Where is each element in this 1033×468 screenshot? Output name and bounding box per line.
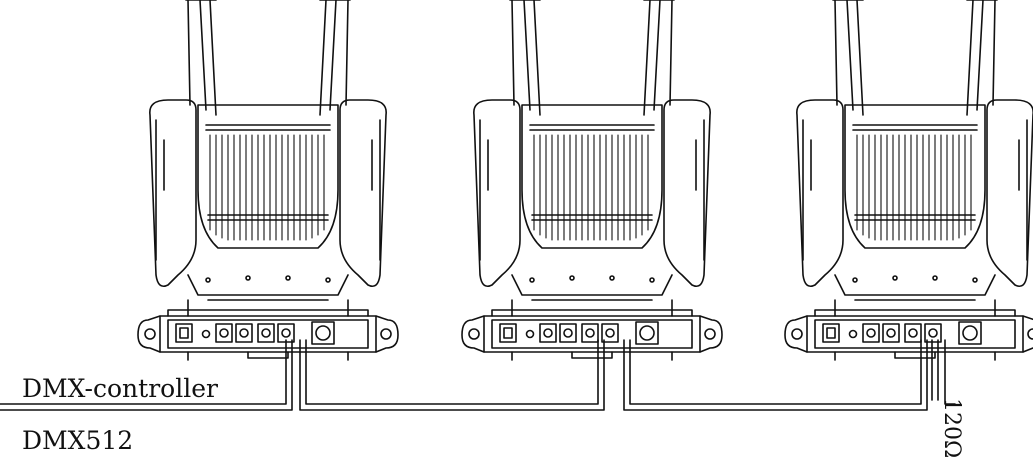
moving-head-1: [137, 0, 399, 361]
moving-head-3: [784, 0, 1033, 361]
dmx-cable-link-2: [623, 339, 928, 411]
terminator-label: 120Ω: [939, 398, 964, 459]
dmx-cable-link-1: [299, 339, 605, 411]
dmx512-label: DMX512: [22, 426, 134, 455]
dmx-cable-in: [0, 339, 293, 411]
terminator-plug: [931, 339, 956, 405]
moving-head-2: [461, 0, 723, 361]
controller-label: DMX-controller: [22, 374, 218, 403]
